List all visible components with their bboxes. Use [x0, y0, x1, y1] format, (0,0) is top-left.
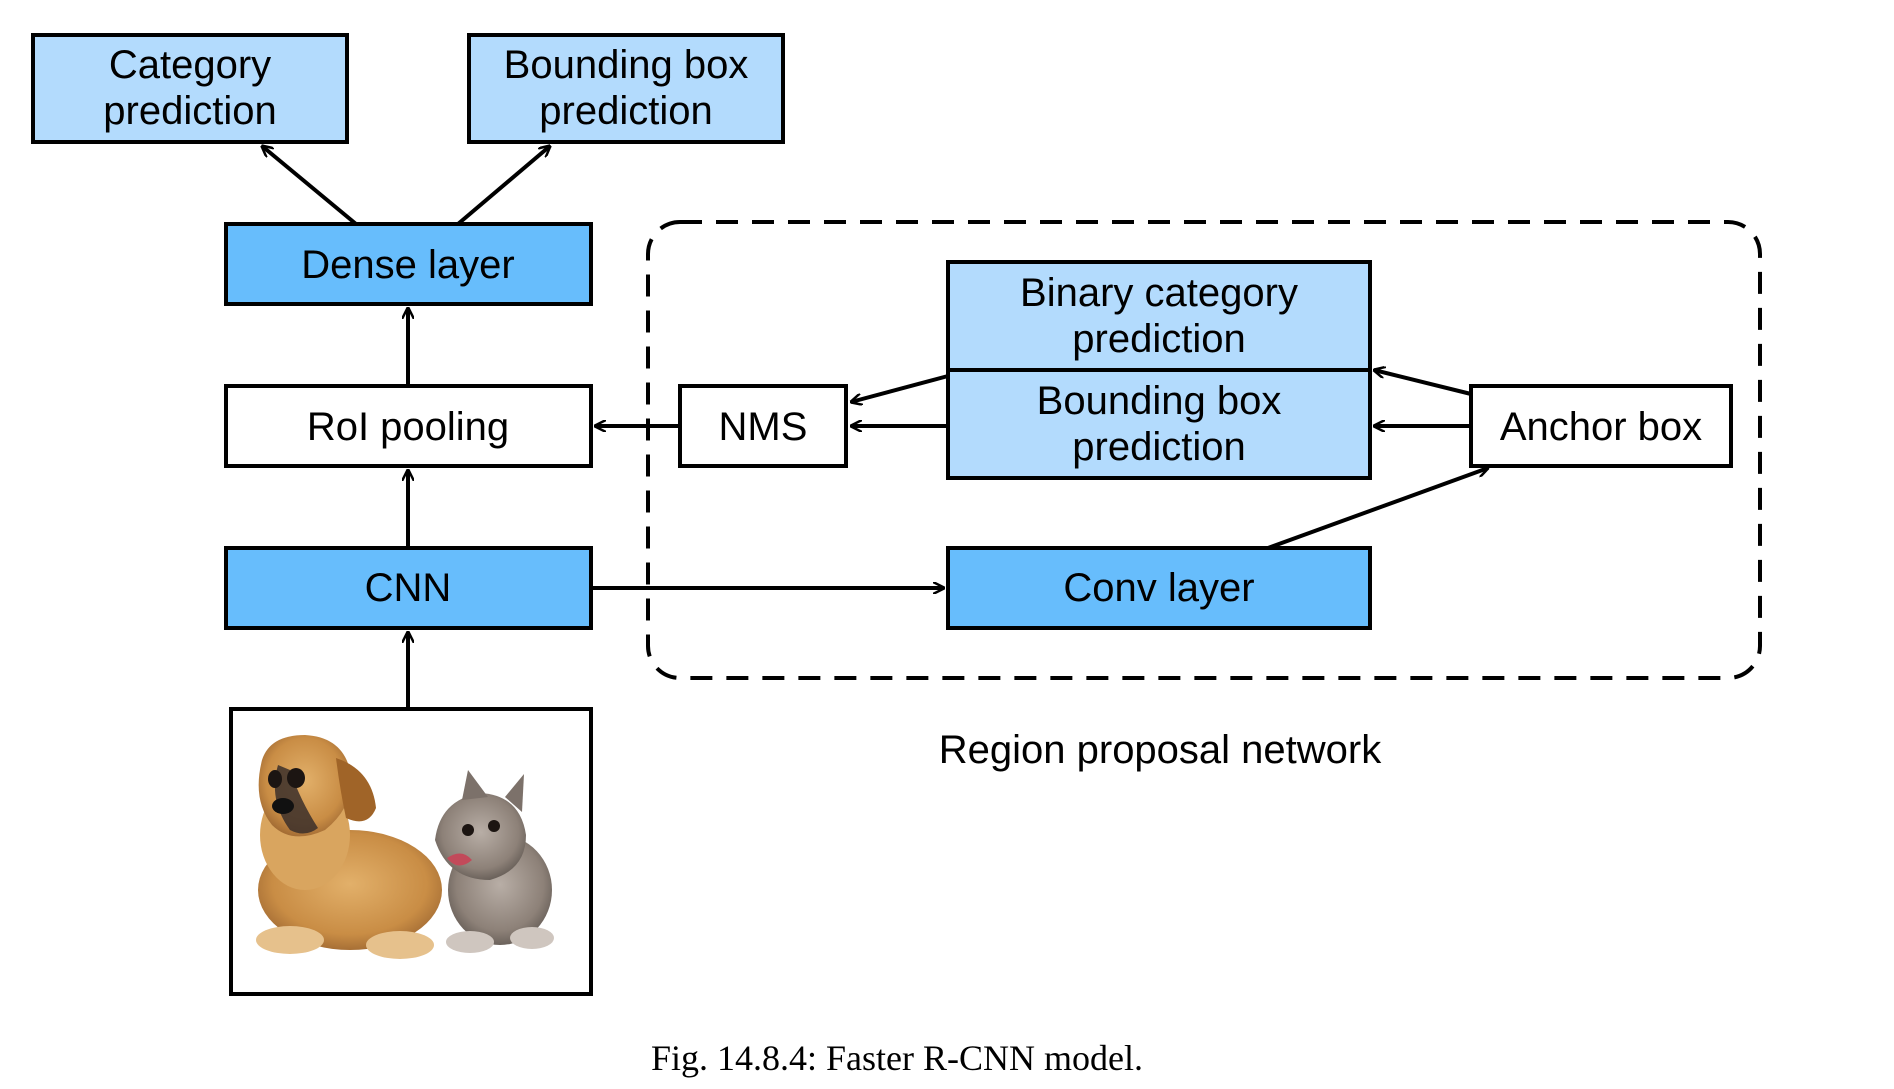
nms-box: NMS — [678, 384, 848, 468]
anchor-box-label: Anchor box — [1500, 405, 1702, 449]
binary-category-prediction-box: Binary category prediction — [946, 260, 1372, 372]
arrow-dense-to-category — [262, 146, 358, 226]
bbox-label-line2: prediction — [539, 89, 712, 133]
category-label-line1: Category — [109, 43, 271, 87]
arrows — [262, 146, 1488, 709]
rpn-label: Region proposal network — [939, 728, 1382, 772]
input-image — [229, 707, 593, 996]
conv-layer-box: Conv layer — [946, 546, 1372, 630]
nms-label: NMS — [719, 405, 808, 449]
bounding-box-prediction-box: Bounding box prediction — [467, 33, 785, 144]
conv-layer-label: Conv layer — [1063, 566, 1254, 610]
category-prediction-box: Category prediction — [31, 33, 349, 144]
binary-label-line1: Binary category — [1020, 271, 1298, 315]
arrow-conv-to-anchor — [1267, 468, 1488, 550]
roi-pooling-box: RoI pooling — [224, 384, 593, 468]
rpn-container — [646, 220, 1762, 680]
bbox-label-line1: Bounding box — [504, 43, 749, 87]
rpn-bbox-label-line2: prediction — [1072, 425, 1245, 469]
arrow-dense-to-bbox — [456, 146, 550, 226]
cnn-box: CNN — [224, 546, 593, 630]
arrow-binary-to-nms — [851, 374, 949, 402]
rpn-bbox-label-line1: Bounding box — [1037, 379, 1282, 423]
figure-caption: Fig. 14.8.4: Faster R-CNN model. — [651, 1038, 1143, 1078]
dense-layer-label: Dense layer — [301, 243, 514, 287]
dense-layer-box: Dense layer — [224, 222, 593, 306]
roi-pooling-label: RoI pooling — [307, 405, 509, 449]
category-label-line2: prediction — [103, 89, 276, 133]
rpn-bounding-box-prediction-box: Bounding box prediction — [946, 368, 1372, 480]
kitten-illustration — [435, 770, 554, 953]
anchor-box-box: Anchor box — [1469, 384, 1733, 468]
arrow-anchor-to-binary — [1374, 370, 1472, 396]
cnn-label: CNN — [365, 566, 452, 610]
binary-label-line2: prediction — [1072, 317, 1245, 361]
puppy-illustration — [256, 735, 442, 959]
